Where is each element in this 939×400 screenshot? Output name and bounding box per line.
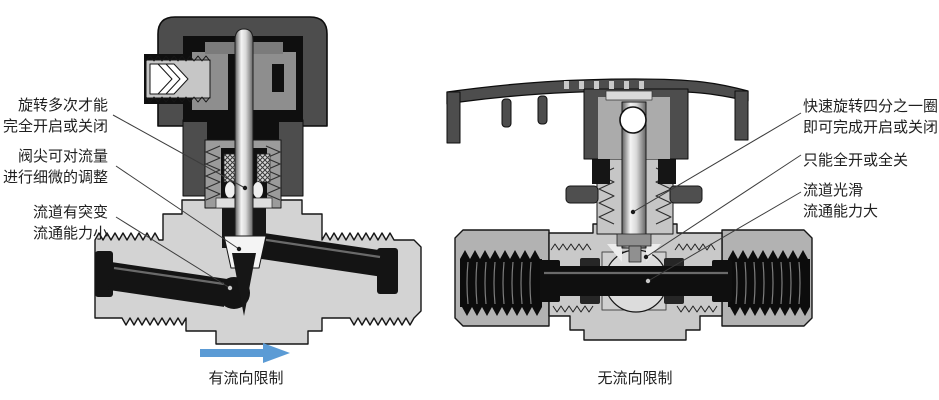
label-line: 流道光滑 (803, 182, 864, 199)
label-line: 流通能力大 (803, 203, 879, 220)
label-line: 完全开启或关闭 (2, 118, 108, 135)
label-line: 流通能力小 (32, 225, 108, 242)
needle-valve-body (94, 199, 422, 345)
packing-nut-left (565, 185, 599, 204)
stem-pin-hole (619, 106, 647, 134)
label-ball-on-off: 只能全开或全关 (803, 150, 908, 171)
label-line: 阀尖可对流量 (17, 148, 108, 165)
needle-valve-set-screw (144, 54, 211, 104)
label-line: 即可完成开启或关闭 (803, 119, 939, 136)
packing-nut-right (669, 185, 703, 204)
label-ball-flowpath: 流道光滑 流通能力大 (803, 180, 878, 222)
ball-valve-threads-left (460, 250, 542, 316)
label-line: 快速旋转四分之一圈 (803, 98, 939, 115)
needle-valve-stem (234, 28, 254, 251)
flow-direction-arrow (200, 343, 290, 363)
leader-lines (112, 112, 802, 291)
label-line: 只能全开或全关 (803, 152, 909, 169)
needle-valve-tip (232, 253, 256, 316)
needle-valve-drawing (94, 16, 422, 345)
label-needle-tip: 阀尖可对流量 进行细微的调整 (3, 146, 108, 188)
ball-valve-threads-right (728, 250, 810, 316)
ball-valve-handle (446, 78, 749, 160)
label-line: 流道有突变 (32, 204, 108, 221)
label-needle-flowpath: 流道有突变 流通能力小 (33, 202, 108, 244)
ball-flow-channel (540, 260, 732, 302)
label-ball-quarter-turn: 快速旋转四分之一圈 即可完成开启或关闭 (803, 96, 938, 138)
label-needle-rotation: 旋转多次才能 完全开启或关闭 (3, 95, 108, 137)
label-line: 旋转多次才能 (17, 97, 108, 114)
label-line: 进行细微的调整 (2, 169, 108, 186)
ball-valve-drawing (446, 78, 813, 341)
stem-cap (605, 90, 653, 101)
caption-needle-valve: 有流向限制 (208, 370, 284, 387)
caption-ball-valve: 无流向限制 (597, 370, 673, 387)
